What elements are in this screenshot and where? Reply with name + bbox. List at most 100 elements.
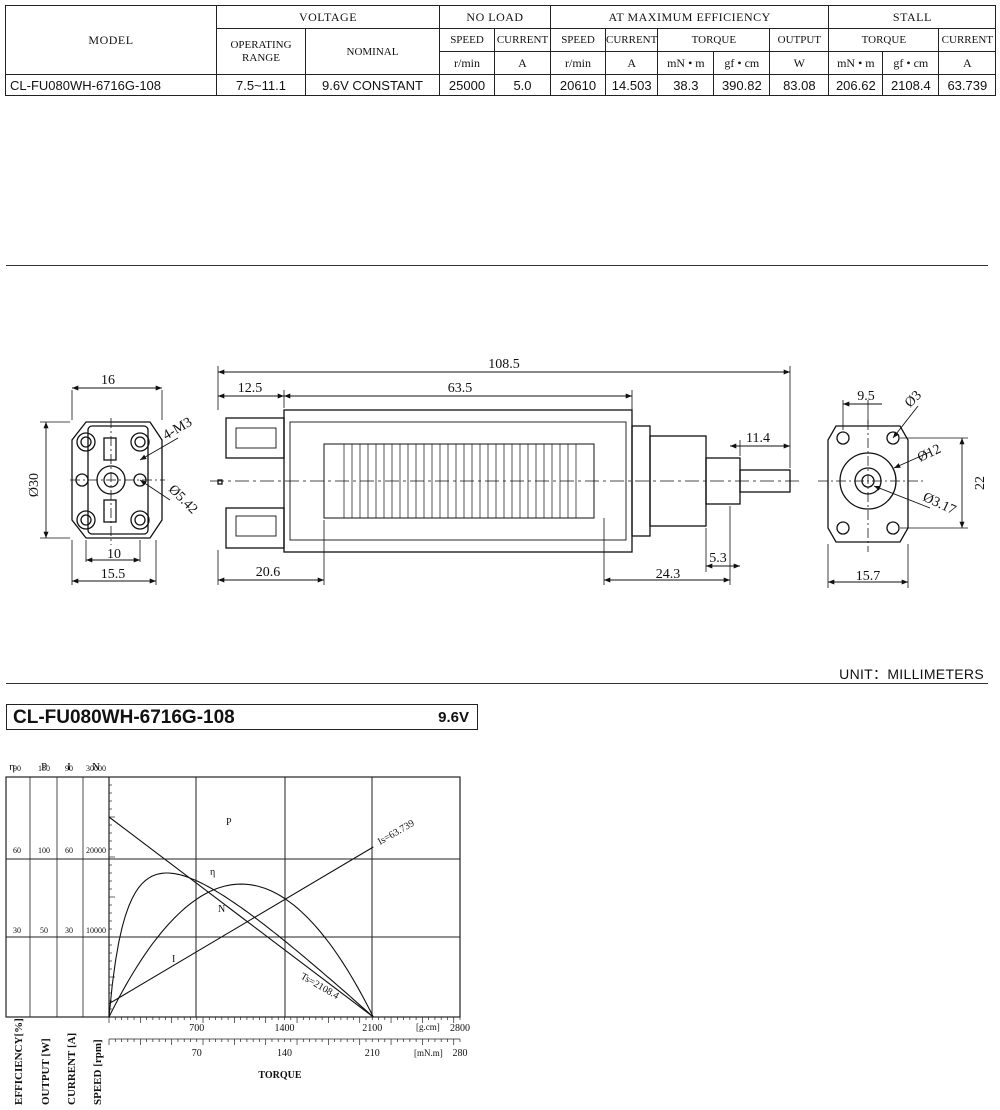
- y-tick-label: 60: [13, 846, 21, 855]
- performance-chart: η P I N 30609050100150306090100002000030…: [5, 761, 470, 1105]
- x-tick-label-gcm: 2100: [362, 1023, 382, 1034]
- dim-16: 16: [101, 373, 115, 388]
- performance-voltage: 9.6V: [438, 709, 469, 726]
- dim-d30: Ø30: [27, 473, 42, 497]
- header-no-load: NO LOAD: [439, 5, 551, 29]
- header-stall-torque: TORQUE: [828, 28, 940, 52]
- cell-nominal: 9.6V CONSTANT: [305, 74, 440, 96]
- y-axis-titles: EFFICIENCY[%] OUTPUT [W] CURRENT [A] SPE…: [13, 1018, 104, 1105]
- end-view-left: [40, 385, 179, 585]
- label-eta: η: [210, 867, 215, 878]
- output-curve: [108, 883, 374, 1018]
- unit-note: UNIT：MILLIMETERS: [839, 666, 984, 682]
- curve-labels: P η N I Is=63.739 Ts=2108.4: [172, 817, 416, 1002]
- unit-nl-current: A: [494, 51, 551, 75]
- cell-me-speed: 20610: [550, 74, 606, 96]
- end-view-right: [818, 400, 968, 588]
- speed-curve: [108, 816, 374, 1018]
- cell-operating-range: 7.5~11.1: [216, 74, 306, 96]
- dimension-drawing: 16 Ø30 4-M3 Ø5.42 10 15.5: [27, 357, 988, 588]
- current-curve: [108, 846, 374, 1005]
- side-view: [210, 366, 800, 585]
- dim-15-7: 15.7: [856, 569, 881, 584]
- header-voltage: VOLTAGE: [216, 5, 440, 29]
- x-axis-title: TORQUE: [258, 1070, 301, 1081]
- header-stall: STALL: [828, 5, 997, 29]
- section-divider-top: [6, 265, 988, 266]
- x-tick-label-gcm: 2800: [450, 1023, 470, 1034]
- cell-me-torque-gf: 390.82: [713, 74, 771, 96]
- y-tick-label: 30000: [86, 764, 106, 773]
- cell-model: CL-FU080WH-6716G-108: [5, 74, 217, 96]
- dim-4m3: 4-M3: [161, 415, 195, 444]
- chart-frame: [5, 776, 461, 1018]
- y-tick-label: 30: [65, 926, 73, 935]
- header-max-efficiency: AT MAXIMUM EFFICIENCY: [549, 5, 830, 29]
- performance-title: CL-FU080WH-6716G-108: [13, 707, 235, 728]
- cell-me-output: 83.08: [769, 74, 830, 96]
- x-tick-label-mnm: 210: [365, 1048, 380, 1059]
- minor-ticks: [108, 776, 461, 1045]
- ylabel-efficiency: EFFICIENCY[%]: [13, 1018, 25, 1105]
- label-p: P: [226, 817, 232, 828]
- unit-stall-current: A: [938, 51, 997, 75]
- cell-stall-torque-gf: 2108.4: [882, 74, 940, 96]
- x-tick-label-gcm: 1400: [275, 1023, 295, 1034]
- header-me-output: OUTPUT: [769, 28, 830, 52]
- dim-10: 10: [107, 547, 121, 562]
- header-stall-current: CURRENT: [938, 28, 997, 52]
- y-tick-label: 60: [65, 846, 73, 855]
- performance-title-box: CL-FU080WH-6716G-108 9.6V: [6, 704, 478, 730]
- performance-curves: [108, 816, 374, 1018]
- cell-nl-current: 5.0: [494, 74, 551, 96]
- unit-me-torque-gf: gf • cm: [713, 51, 771, 75]
- unit-stall-torque-mn: mN • m: [828, 51, 884, 75]
- cell-me-torque-mn: 38.3: [657, 74, 715, 96]
- table-row: CL-FU080WH-6716G-108 7.5~11.1 9.6V CONST…: [5, 74, 997, 96]
- y-tick-label: 10000: [86, 926, 106, 935]
- y-tick-label: 150: [38, 764, 50, 773]
- symbol-p: P: [41, 761, 47, 773]
- ylabel-output: OUTPUT [W]: [40, 1038, 52, 1105]
- dim-d542: Ø5.42: [165, 482, 200, 517]
- dim-15-5: 15.5: [101, 567, 126, 582]
- x-tick-label-mnm: 70: [192, 1048, 202, 1059]
- header-me-torque: TORQUE: [657, 28, 771, 52]
- header-nominal: NOMINAL: [305, 28, 440, 75]
- unit-nl-speed: r/min: [439, 51, 495, 75]
- dim-d3-17: Ø3.17: [920, 490, 958, 518]
- header-nl-speed: SPEED: [439, 28, 495, 52]
- unit-me-torque-mn: mN • m: [657, 51, 715, 75]
- unit-me-current: A: [604, 51, 659, 75]
- dim-22: 22: [973, 476, 988, 490]
- cell-stall-torque-mn: 206.62: [828, 74, 884, 96]
- section-divider-bottom: [6, 683, 988, 684]
- label-i: I: [172, 954, 175, 965]
- y-tick-label: 50: [40, 926, 48, 935]
- label-is: Is=63.739: [376, 818, 416, 848]
- cell-nl-speed: 25000: [439, 74, 495, 96]
- cell-stall-current: 63.739: [938, 74, 997, 96]
- unit-me-output: W: [769, 51, 830, 75]
- dim-5-3: 5.3: [709, 551, 727, 566]
- header-operating-range: OPERATING RANGE: [216, 28, 306, 75]
- y-tick-label: 20000: [86, 846, 106, 855]
- unit-stall-torque-gf: gf • cm: [882, 51, 940, 75]
- symbol-eta: η: [9, 761, 15, 773]
- header-model: MODEL: [5, 5, 217, 75]
- dim-63-5: 63.5: [448, 381, 473, 396]
- dim-24-3: 24.3: [656, 567, 681, 582]
- y-tick-label: 90: [13, 764, 21, 773]
- x-tick-label-mnm: 280: [453, 1048, 468, 1059]
- ylabel-speed: SPEED [rpm]: [92, 1039, 104, 1105]
- dim-11-4: 11.4: [746, 431, 770, 446]
- cell-me-current: 14.503: [604, 74, 659, 96]
- header-me-current: CURRENT: [604, 28, 659, 52]
- spec-table: MODEL VOLTAGE NO LOAD AT MAXIMUM EFFICIE…: [5, 5, 997, 96]
- x-tick-label-gcm: 700: [189, 1023, 204, 1034]
- symbol-n: N: [92, 761, 100, 773]
- x-unit-gcm: [g.cm]: [416, 1022, 440, 1032]
- y-tick-label: 100: [38, 846, 50, 855]
- dim-9-5: 9.5: [857, 389, 875, 404]
